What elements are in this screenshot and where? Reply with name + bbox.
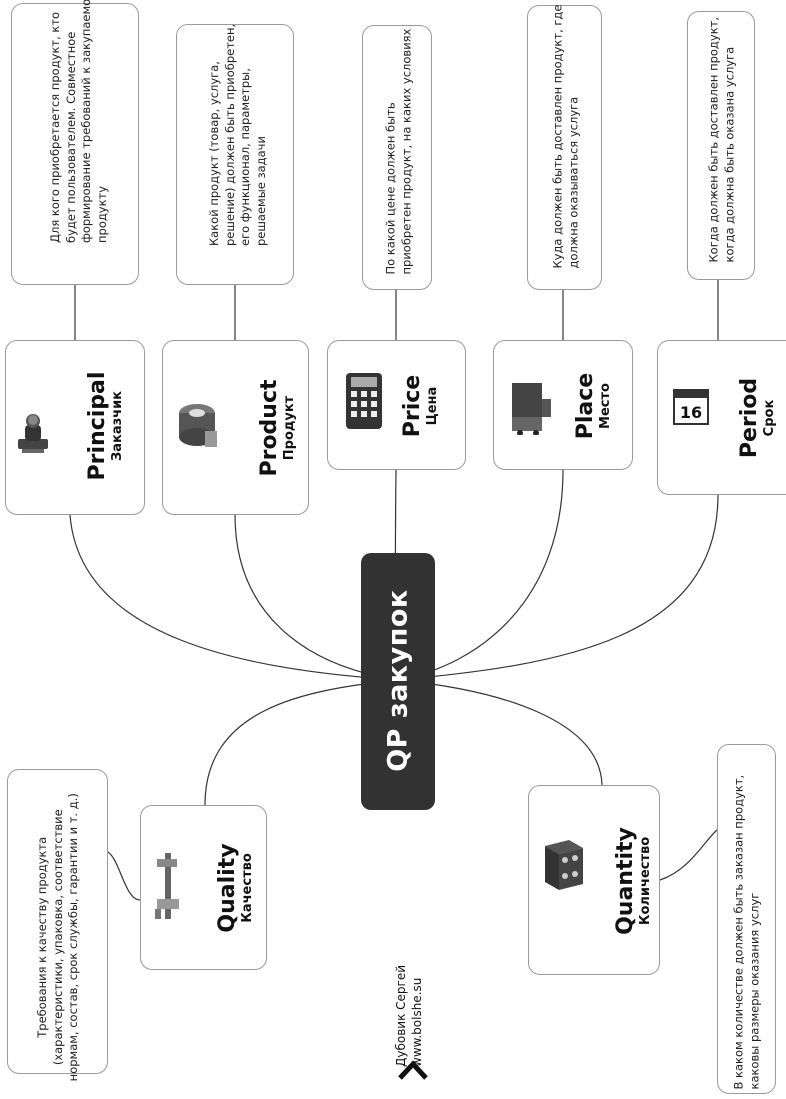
connector-quality [204,679,399,806]
chevron-logo-icon [396,1058,430,1082]
node-price[interactable]: Price Цена [327,340,466,470]
node-quality-title: Quality [215,843,240,933]
caliper-icon [153,851,183,921]
connector-quantity [397,679,603,786]
author-site[interactable]: www.bolshe.su [410,977,424,1067]
node-product-labels: Product Продукт [257,353,318,503]
node-place-labels: Place Место [573,351,634,461]
node-quantity-labels: Quantity Количество [613,806,674,956]
node-principal[interactable]: Principal Заказчик [5,340,145,515]
node-quality[interactable]: Quality Качество [140,805,267,970]
description-price: По какой цене должен быть приобретен про… [383,28,414,275]
node-price-subtitle: Цена [425,386,440,426]
connector-principal [69,514,399,681]
calendar-icon: 16 [672,386,710,426]
description-principal: Для кого приобретается продукт, кто буде… [48,0,109,243]
description-box-price: По какой цене должен быть приобретен про… [362,25,432,290]
node-price-labels: Price Цена [400,351,461,461]
cube-icon [539,836,587,894]
node-product[interactable]: Product Продукт [162,340,309,515]
node-product-title: Product [257,379,282,477]
calculator-icon [344,371,384,431]
connector-period [397,494,719,681]
node-place[interactable]: Place Место [493,340,633,470]
node-period-title: Period [737,377,762,459]
node-period-labels: Period Срок [737,353,786,483]
description-box-place: Куда должен быть доставлен продукт, где … [527,5,602,290]
author-name: Дубовик Сергей [394,964,408,1067]
description-box-quantity: В каком количестве должен быть заказан п… [717,744,776,1094]
node-place-title: Place [573,372,598,440]
node-quantity-title: Quantity [613,827,638,935]
node-quality-subtitle: Качество [240,853,255,923]
node-period[interactable]: 16 Period Срок [657,340,786,495]
description-quality: Требования к качеству продукта (характер… [34,793,80,1082]
description-box-quality: Требования к качеству продукта (характер… [7,769,108,1081]
node-place-subtitle: Место [598,383,613,429]
description-product: Какой продукт (товар, услуга, решение) д… [207,23,268,246]
node-product-subtitle: Продукт [282,395,297,461]
stem-quality [107,851,141,901]
description-period: Когда должен быть доставлен продукт, ког… [706,17,737,263]
node-principal-subtitle: Заказчик [110,391,125,462]
central-node[interactable]: QP закупок [361,553,435,810]
central-node-title: QP закупок [382,589,414,772]
node-period-subtitle: Срок [762,399,777,437]
node-principal-labels: Principal Заказчик [85,356,146,496]
person-at-desk-icon [16,411,50,455]
description-box-principal: Для кого приобретается продукт, кто буде… [11,0,139,285]
author-block: Дубовик Сергей www.bolshe.su [393,867,427,1067]
node-quantity-subtitle: Количество [638,836,653,926]
description-box-period: Когда должен быть доставлен продукт, ког… [687,11,755,280]
description-place: Куда должен быть доставлен продукт, где … [550,4,581,269]
description-quantity: В каком количестве должен быть заказан п… [731,774,762,1090]
node-quality-labels: Quality Качество [215,823,276,953]
node-principal-title: Principal [85,371,110,481]
description-box-product: Какой продукт (товар, услуга, решение) д… [176,24,294,285]
stem-quantity [659,829,718,881]
calendar-icon-number: 16 [680,403,702,422]
truck-icon [508,379,554,436]
tape-roll-icon [175,401,219,451]
node-price-title: Price [400,374,425,438]
node-quantity[interactable]: Quantity Количество [528,785,660,975]
